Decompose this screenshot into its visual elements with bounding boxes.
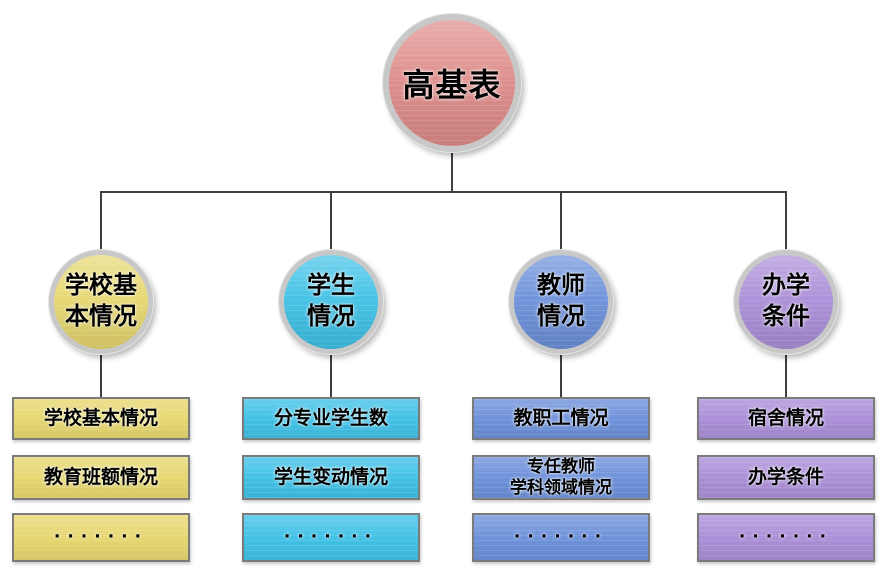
branch-label-students: 学生 情况 — [307, 273, 355, 330]
item-box: 教育班额情况 — [12, 455, 190, 500]
item-box: 宿舍情况 — [697, 397, 875, 440]
item-box-ellipsis: ······· — [472, 513, 650, 562]
connector-stem-teachers — [560, 354, 562, 397]
branch-label-facilities: 办学 条件 — [762, 273, 810, 330]
item-box: 分专业学生数 — [242, 397, 420, 440]
connector-horizontal-bar — [100, 191, 787, 193]
ellipsis-label: ······· — [513, 527, 609, 548]
item-label: 学生变动情况 — [273, 466, 388, 488]
item-label: 专任教师 学科领域情况 — [510, 456, 612, 497]
item-box-ellipsis: ······· — [697, 513, 875, 562]
ellipsis-label: ······· — [738, 527, 834, 548]
item-box: 学校基本情况 — [12, 397, 190, 440]
branch-circle-students: 学生 情况 — [279, 250, 383, 354]
item-label: 学校基本情况 — [43, 407, 158, 429]
connector-drop-school — [100, 192, 102, 250]
item-label: 教育班额情况 — [43, 466, 158, 488]
column-facilities: 宿舍情况 办学条件 ······· — [697, 397, 875, 562]
item-box: 办学条件 — [697, 455, 875, 500]
connector-stem-school — [100, 354, 102, 397]
branch-circle-facilities: 办学 条件 — [734, 250, 838, 354]
branch-circle-school-basic: 学校基 本情况 — [49, 250, 153, 354]
item-box-ellipsis: ······· — [242, 513, 420, 562]
ellipsis-label: ······· — [53, 527, 149, 548]
connector-drop-students — [330, 192, 332, 250]
root-label: 高基表 — [402, 67, 502, 103]
ellipsis-label: ······· — [283, 527, 379, 548]
connector-stem-facilities — [785, 354, 787, 397]
connector-drop-facilities — [785, 192, 787, 250]
connector-root-stem — [451, 152, 453, 192]
branch-circle-teachers: 教师 情况 — [509, 250, 613, 354]
item-box-ellipsis: ······· — [12, 513, 190, 562]
item-label: 宿舍情况 — [747, 407, 824, 429]
column-teachers: 教职工情况 专任教师 学科领域情况 ······· — [472, 397, 650, 562]
item-label: 分专业学生数 — [273, 407, 388, 429]
column-students: 分专业学生数 学生变动情况 ······· — [242, 397, 420, 562]
item-box: 专任教师 学科领域情况 — [472, 455, 650, 500]
item-box: 教职工情况 — [472, 397, 650, 440]
item-label: 办学条件 — [747, 466, 824, 488]
column-school-basic: 学校基本情况 教育班额情况 ······· — [12, 397, 190, 562]
item-label: 教职工情况 — [513, 407, 609, 429]
branch-label-school-basic: 学校基 本情况 — [65, 273, 137, 330]
connector-stem-students — [330, 354, 332, 397]
item-box: 学生变动情况 — [242, 455, 420, 500]
connector-drop-teachers — [560, 192, 562, 250]
root-node: 高基表 — [383, 14, 521, 152]
branch-label-teachers: 教师 情况 — [537, 273, 585, 330]
